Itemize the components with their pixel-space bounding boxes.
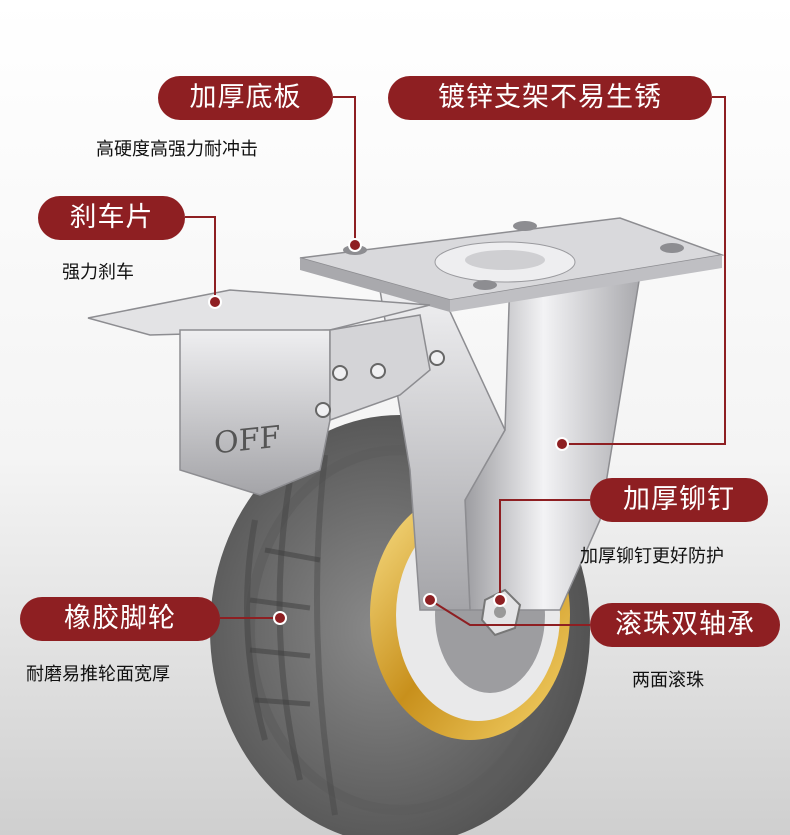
- callout-wheel-title: 橡胶脚轮: [20, 597, 220, 641]
- dot-wheel: [273, 611, 287, 625]
- top-base-plate: [299, 217, 725, 312]
- dot-rivet: [493, 593, 507, 607]
- callout-wheel-desc: 耐磨易推轮面宽厚: [26, 664, 170, 685]
- callout-bearing-desc: 两面滚珠: [632, 670, 704, 691]
- dot-bracket: [555, 437, 569, 451]
- dot-bearing: [423, 593, 437, 607]
- dot-brake: [208, 295, 222, 309]
- brake-pedal: [87, 289, 445, 496]
- dot-base-plate: [348, 238, 362, 252]
- callout-base-plate-title: 加厚底板: [158, 76, 333, 120]
- brake-off-marking: OFF: [214, 420, 280, 462]
- callout-bearing-title: 滚珠双轴承: [590, 603, 780, 647]
- callout-rivet-desc: 加厚铆钉更好防护: [580, 546, 724, 567]
- callout-base-plate-desc: 高硬度高强力耐冲击: [96, 139, 258, 160]
- callout-brake-title: 刹车片: [38, 196, 185, 240]
- callout-brake-desc: 强力刹车: [62, 262, 134, 283]
- callout-leaders: [185, 96, 726, 626]
- callout-rivet-title: 加厚铆钉: [590, 478, 768, 522]
- callout-dots: [208, 238, 569, 625]
- callout-bracket-title: 镀锌支架不易生锈: [388, 76, 712, 120]
